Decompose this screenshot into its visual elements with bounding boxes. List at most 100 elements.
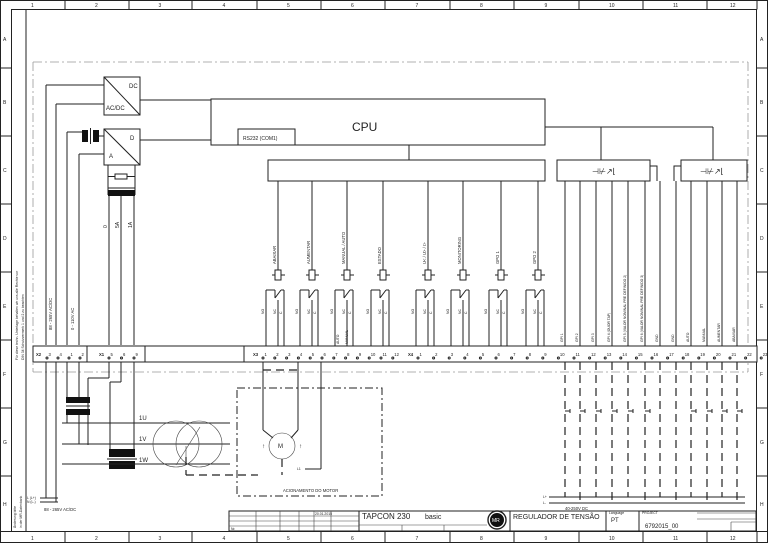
terminal-pin[interactable] — [432, 356, 436, 360]
terminal-pin[interactable] — [572, 356, 576, 360]
terminal-pin[interactable] — [478, 356, 482, 360]
input-label: GND — [655, 334, 659, 342]
terminal-pin[interactable] — [67, 356, 71, 360]
contact-label-nc: NC — [496, 309, 500, 314]
terminal-pin[interactable] — [681, 356, 685, 360]
terminal-pin[interactable] — [619, 356, 623, 360]
terminal-pin[interactable] — [273, 356, 277, 360]
input-label: AUTO — [686, 332, 690, 342]
column-label: 3 — [159, 3, 162, 9]
input-label: GPI 5 (VALOR NOMINAL PRE DEFINIDO 2) — [623, 275, 627, 342]
optocoupler-block-2: ⊣⊬↗⌊ — [680, 159, 748, 182]
terminal-pin-label: 17 — [669, 352, 674, 357]
terminal-pin-label: 14 — [622, 352, 627, 357]
product-variant: basic — [425, 514, 442, 521]
terminal-pin[interactable] — [510, 356, 514, 360]
svg-text:Änderung bitte: Änderung bitte — [13, 506, 17, 528]
row-label: A — [3, 37, 7, 43]
terminal-pin[interactable] — [261, 356, 265, 360]
row-label: F — [760, 372, 763, 378]
terminal-pin[interactable] — [416, 356, 420, 360]
terminal-pin-label: 20 — [716, 352, 721, 357]
product-name: TAPCON 230 — [362, 512, 411, 521]
terminal-pin-label: 2 — [435, 352, 438, 357]
terminal-pin[interactable] — [285, 356, 289, 360]
relay-label: ESTADO — [377, 246, 382, 264]
terminal-pin[interactable] — [588, 356, 592, 360]
input-transformer-core-right — [93, 130, 99, 142]
terminal-pin[interactable] — [344, 356, 348, 360]
svg-text:PROJECT: PROJECT — [642, 511, 658, 515]
input-label: GPI 2 — [575, 333, 579, 342]
terminal-pin[interactable] — [447, 356, 451, 360]
terminal-pin[interactable] — [556, 356, 560, 360]
title-block: Nr. 20.01.2015 TAPCON 230 basic MR REGUL… — [228, 510, 757, 532]
contact-label-c: C — [384, 311, 388, 314]
terminal-pin[interactable] — [728, 356, 732, 360]
terminal-pin-label: 8 — [529, 352, 532, 357]
terminal-pin[interactable] — [525, 356, 529, 360]
relay-coil — [534, 269, 542, 281]
terminal-pin-label: 10 — [371, 352, 376, 357]
terminal-pin[interactable] — [78, 356, 82, 360]
vt-core-top — [66, 397, 90, 403]
terminal-pin[interactable] — [463, 356, 467, 360]
terminal-pin[interactable] — [379, 356, 383, 360]
svg-text:CPU: CPU — [352, 120, 377, 134]
input-label-voltage: 0 - 110V AC — [70, 308, 75, 330]
terminal-pin[interactable] — [391, 356, 395, 360]
terminal-pin[interactable] — [634, 356, 638, 360]
dcdc-converter: DC AC/DC — [103, 76, 141, 116]
terminal-pin[interactable] — [603, 356, 607, 360]
terminal-pin[interactable] — [56, 356, 60, 360]
contact-label-no: NO — [295, 309, 299, 314]
digital-input-2: GPI 2 — [575, 181, 586, 503]
column-label: 11 — [673, 536, 678, 542]
cpu-block: CPU RS232 (COM1) — [140, 98, 714, 160]
row-label: F — [3, 372, 6, 378]
terminal-pin[interactable] — [45, 356, 49, 360]
svg-text:20.01.2015: 20.01.2015 — [315, 512, 332, 516]
ad-converter: D A — [103, 128, 141, 166]
svg-text:ACIONAMENTO DO MOTOR: ACIONAMENTO DO MOTOR — [283, 488, 338, 493]
svg-text:M: M — [278, 444, 283, 450]
rs232-port[interactable] — [237, 128, 296, 146]
terminal-pin[interactable] — [120, 356, 123, 360]
terminal-pin[interactable] — [494, 356, 498, 360]
terminal-pin[interactable] — [296, 356, 300, 360]
terminal-pin[interactable] — [744, 356, 748, 360]
terminal-pin-label: 1 — [265, 352, 268, 357]
contact-label-nc: NC — [273, 309, 277, 314]
terminal-pin-label: 21 — [732, 352, 737, 357]
column-label: 11 — [673, 3, 678, 9]
terminal-pin[interactable] — [759, 356, 763, 360]
terminal-pin[interactable] — [650, 356, 654, 360]
terminal-pin[interactable] — [332, 356, 336, 360]
terminal-pin-label: 5 — [111, 352, 114, 357]
terminal-pin[interactable] — [666, 356, 670, 360]
contact-label-nc: NC — [458, 309, 462, 314]
terminal-pin[interactable] — [132, 356, 136, 360]
terminal-pin[interactable] — [320, 356, 324, 360]
svg-text:↑: ↑ — [299, 444, 302, 450]
contact-label-nc: NC — [423, 309, 427, 314]
terminal-pin[interactable] — [107, 356, 111, 360]
terminal-pin[interactable] — [308, 356, 312, 360]
terminal-pin[interactable] — [355, 356, 359, 360]
terminal-pin[interactable] — [712, 356, 716, 360]
terminal-pin[interactable] — [697, 356, 701, 360]
digital-input-7: GND — [655, 181, 661, 497]
terminal-pin-label: 10 — [560, 352, 565, 357]
digital-input-4: GPI 4 (OUOR TAP) — [607, 181, 618, 503]
terminal-pin[interactable] — [367, 356, 371, 360]
current-transformer-core — [108, 190, 135, 196]
terminal-pin[interactable] — [541, 356, 545, 360]
row-label: C — [3, 168, 7, 174]
column-label: 6 — [351, 3, 354, 9]
contact-label-no: NO — [521, 309, 525, 314]
terminal-pin-label: 2 — [82, 352, 85, 357]
